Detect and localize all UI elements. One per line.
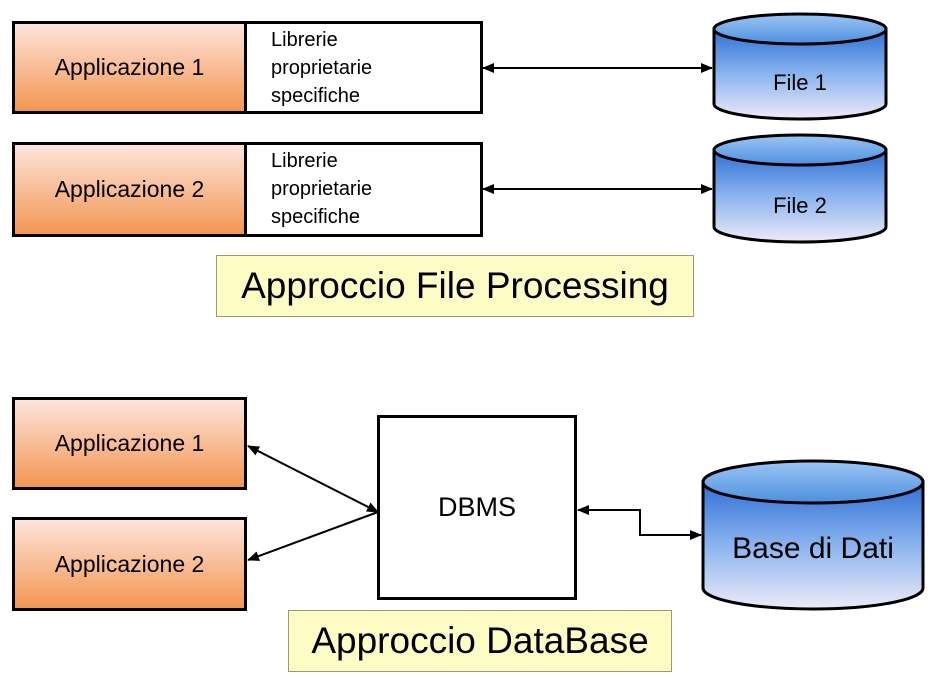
arrow-dbms-database xyxy=(577,505,702,540)
db-app-1: Applicazione 1 xyxy=(12,397,247,490)
fp-caption-text: Approccio File Processing xyxy=(241,265,669,306)
fp-lib-2: Librerie proprietarie specifiche xyxy=(244,142,483,237)
db-caption: Approccio DataBase xyxy=(288,610,672,672)
fp-app-2: Applicazione 2 xyxy=(12,142,247,237)
file-1-cylinder xyxy=(712,12,888,121)
fp-lib-1: Librerie proprietarie specifiche xyxy=(244,21,483,114)
arrow-app2-dbms xyxy=(247,511,379,561)
fp-lib-1-line-1: Librerie xyxy=(271,29,338,51)
database-label: Base di Dati xyxy=(732,532,894,565)
fp-app-2-label: Applicazione 2 xyxy=(54,176,205,202)
db-caption-text: Approccio DataBase xyxy=(311,620,649,661)
file-2-cylinder xyxy=(712,133,888,244)
fp-app-1: Applicazione 1 xyxy=(12,21,247,114)
db-app-1-label: Applicazione 1 xyxy=(54,430,205,456)
fp-lib-2-line-2: proprietarie xyxy=(271,178,373,200)
file-2-label: File 2 xyxy=(773,193,827,218)
db-app-2: Applicazione 2 xyxy=(12,517,247,611)
db-app-2-label: Applicazione 2 xyxy=(54,550,205,577)
fp-caption: Approccio File Processing xyxy=(216,255,694,317)
dbms-box: DBMS xyxy=(377,415,577,600)
fp-lib-2-line-3: specifiche xyxy=(271,206,360,228)
arrow-app1-dbms xyxy=(247,445,379,513)
file-1-label: File 1 xyxy=(773,70,827,95)
fp-lib-1-line-3: specifiche xyxy=(271,85,360,107)
fp-app-1-label: Applicazione 1 xyxy=(54,54,205,80)
dbms-label: DBMS xyxy=(437,492,516,522)
fp-lib-1-line-2: proprietarie xyxy=(271,57,373,79)
fp-lib-2-line-1: Librerie xyxy=(271,150,338,172)
database-cylinder xyxy=(701,459,925,611)
